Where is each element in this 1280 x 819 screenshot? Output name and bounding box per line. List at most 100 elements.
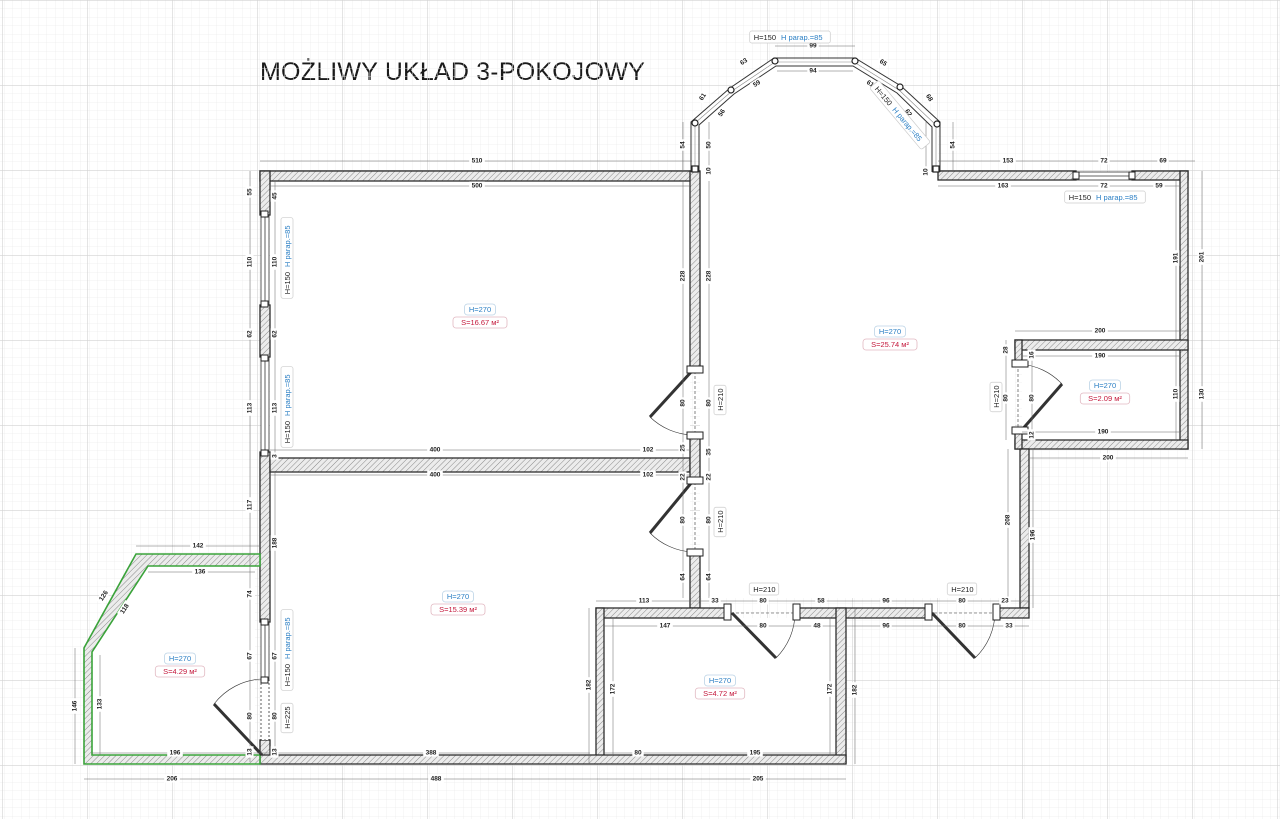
dimension-label: 16 bbox=[1027, 349, 1036, 361]
wall-kitchen-top-left bbox=[595, 607, 727, 619]
dimension-label: 68 bbox=[922, 90, 936, 105]
dimension-label: 72 bbox=[1098, 156, 1110, 165]
svg-text:H=150H parap.=85: H=150H parap.=85 bbox=[283, 225, 292, 294]
svg-text:102: 102 bbox=[643, 472, 654, 479]
dimension-label: 45 bbox=[270, 190, 279, 202]
svg-text:113: 113 bbox=[247, 402, 254, 413]
dimension-label: 61 bbox=[696, 89, 710, 104]
room-height: H=270 bbox=[469, 305, 491, 314]
svg-text:H=210: H=210 bbox=[716, 388, 725, 410]
svg-text:62: 62 bbox=[272, 330, 279, 338]
dimension-label: 488 bbox=[428, 774, 444, 783]
opening-label-door-kitchen: H=210 bbox=[748, 582, 780, 596]
svg-text:188: 188 bbox=[272, 537, 279, 548]
dimension-label: 13 bbox=[245, 746, 254, 758]
dimension-label: 80 bbox=[704, 397, 713, 409]
dimension-label: 153 bbox=[1000, 156, 1016, 165]
dimension-label: 35 bbox=[704, 446, 713, 458]
svg-text:80: 80 bbox=[272, 712, 279, 720]
dimension-label: 113 bbox=[636, 596, 652, 605]
svg-text:33: 33 bbox=[1005, 623, 1013, 630]
svg-text:35: 35 bbox=[706, 448, 713, 456]
doors bbox=[212, 363, 1064, 757]
dimension-label: 80 bbox=[678, 397, 687, 409]
door-balcony-swing bbox=[212, 678, 264, 757]
svg-text:59: 59 bbox=[1155, 183, 1163, 190]
dimension-label: 163 bbox=[995, 181, 1011, 190]
dimension-label: 63 bbox=[736, 55, 751, 69]
svg-text:94: 94 bbox=[809, 68, 817, 75]
svg-text:45: 45 bbox=[272, 192, 279, 200]
svg-text:133: 133 bbox=[97, 698, 104, 709]
room-area: S=16.67 м² bbox=[461, 318, 499, 327]
dimension-label: 74 bbox=[245, 588, 254, 600]
svg-text:400: 400 bbox=[430, 472, 441, 479]
svg-text:33: 33 bbox=[711, 598, 719, 605]
dimension-label: 80 bbox=[956, 621, 968, 630]
dimension-label: 206 bbox=[164, 774, 180, 783]
dimension-label: 22 bbox=[704, 471, 713, 483]
dimension-label: 62 bbox=[245, 328, 254, 340]
wall-right bbox=[1179, 170, 1189, 450]
dimension-label: 196 bbox=[1028, 527, 1037, 543]
dimension-label: 94 bbox=[807, 66, 819, 75]
dimension-label: 96 bbox=[880, 621, 892, 630]
svg-text:80: 80 bbox=[1003, 394, 1010, 402]
svg-text:117: 117 bbox=[247, 499, 254, 510]
svg-text:12: 12 bbox=[1029, 431, 1036, 439]
svg-text:182: 182 bbox=[586, 679, 593, 690]
dimension-label: 133 bbox=[95, 696, 104, 712]
svg-text:163: 163 bbox=[998, 183, 1009, 190]
opening-label-bedroom2-window: H=150H parap.=85 bbox=[280, 609, 294, 691]
dimension-label: 33 bbox=[1003, 621, 1015, 630]
svg-text:50: 50 bbox=[706, 141, 713, 149]
dimension-label: 33 bbox=[709, 596, 721, 605]
svg-text:62: 62 bbox=[247, 330, 254, 338]
svg-text:200: 200 bbox=[1095, 328, 1106, 335]
dimension-label: 56 bbox=[715, 105, 729, 120]
dimension-label: 500 bbox=[469, 181, 485, 190]
svg-text:H=210: H=210 bbox=[992, 385, 1001, 407]
dimension-label: 147 bbox=[657, 621, 673, 630]
svg-text:110: 110 bbox=[247, 256, 254, 267]
svg-text:172: 172 bbox=[827, 683, 834, 694]
svg-text:191: 191 bbox=[1173, 252, 1180, 263]
opening-label-door-bathroom: H=210 bbox=[989, 381, 1003, 413]
svg-text:22: 22 bbox=[706, 473, 713, 481]
dimension-label: 388 bbox=[423, 748, 439, 757]
room-area: S=4.29 м² bbox=[163, 667, 197, 676]
svg-text:80: 80 bbox=[706, 399, 713, 407]
wall-vertical-2 bbox=[689, 434, 701, 483]
svg-text:3: 3 bbox=[272, 454, 279, 458]
svg-text:61: 61 bbox=[698, 92, 708, 102]
dimension-label: 188 bbox=[270, 535, 279, 551]
room-area: S=4.72 м² bbox=[703, 689, 737, 698]
svg-text:80: 80 bbox=[634, 750, 642, 757]
svg-text:206: 206 bbox=[167, 776, 178, 783]
dimension-label: 13 bbox=[270, 746, 279, 758]
svg-text:195: 195 bbox=[750, 750, 761, 757]
dimension-label: 172 bbox=[825, 681, 834, 697]
svg-text:62: 62 bbox=[903, 108, 913, 118]
dimension-label: 80 bbox=[704, 514, 713, 526]
dimension-label: 22 bbox=[678, 471, 687, 483]
svg-text:208: 208 bbox=[1005, 514, 1012, 525]
opening-label-bedroom1-window-bottom: H=150H parap.=85 bbox=[280, 366, 294, 448]
svg-text:136: 136 bbox=[195, 569, 206, 576]
dimension-label: 64 bbox=[704, 571, 713, 583]
svg-text:16: 16 bbox=[1029, 351, 1036, 359]
dimension-label: 64 bbox=[678, 571, 687, 583]
dimension-label: 12 bbox=[1027, 429, 1036, 441]
dimension-label: 54 bbox=[948, 139, 957, 151]
dimension-label: 228 bbox=[704, 268, 713, 284]
svg-text:96: 96 bbox=[882, 598, 890, 605]
svg-text:67: 67 bbox=[272, 652, 279, 660]
svg-text:196: 196 bbox=[170, 750, 181, 757]
svg-text:H=150H parap.=85: H=150H parap.=85 bbox=[283, 617, 292, 686]
svg-text:80: 80 bbox=[958, 598, 966, 605]
svg-text:H=210: H=210 bbox=[753, 585, 775, 594]
